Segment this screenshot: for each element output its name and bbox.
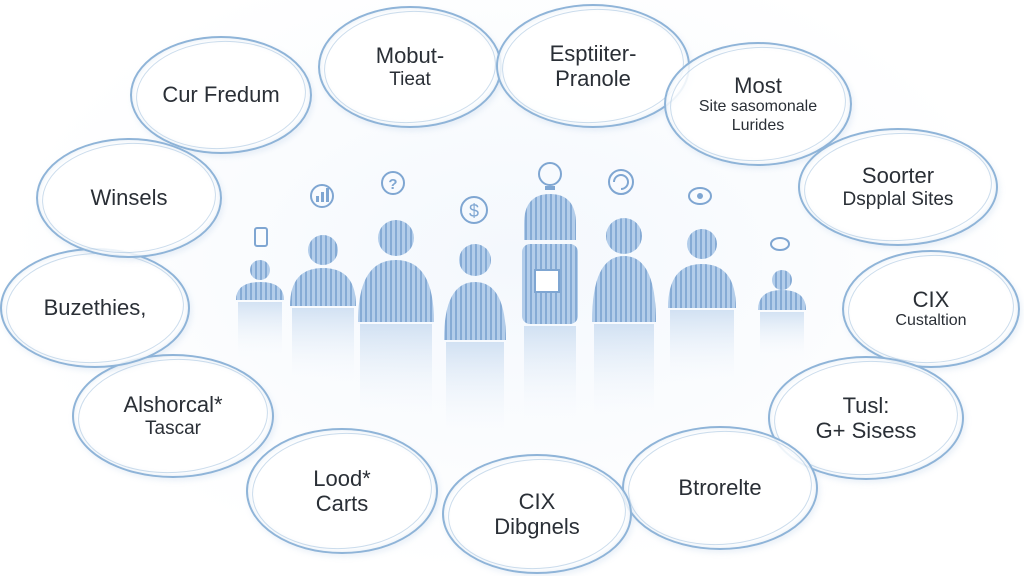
person-figure	[592, 218, 656, 424]
bubble-cur-fredum: Cur Fredum	[130, 36, 312, 154]
bubble-lood-carts: Lood* Carts	[246, 428, 438, 554]
question-icon: ?	[381, 171, 405, 195]
bubble-line: Pranole	[555, 66, 631, 91]
bubble-line: Dibgnels	[494, 514, 580, 539]
person-figure	[358, 220, 434, 424]
bubble-line: Buzethies,	[43, 295, 147, 321]
bubble-line: Mobut-	[375, 43, 445, 69]
bubble-esptiiter-pranole: Esptiiter- Pranole	[496, 4, 690, 128]
bubble-line: Btrorelte	[678, 475, 762, 501]
svg-text:?: ?	[388, 176, 397, 193]
bubble-line: CIX	[518, 488, 556, 514]
bubble-line: Lurides	[731, 116, 785, 134]
bubble-cix-custaltion: CIX Custaltion	[842, 250, 1020, 368]
bubble-most-site: Most Site sasomonale Lurides	[664, 42, 852, 166]
bubble-line: Carts	[315, 491, 369, 516]
eye-icon	[688, 187, 712, 205]
bubble-line: Tieat	[389, 68, 431, 90]
bubble-line: Alshorcal*	[123, 392, 223, 418]
bubble-line: Cur Fredum	[162, 82, 280, 108]
bubble-winsels: Winsels	[36, 138, 222, 258]
lightbulb-icon	[538, 162, 562, 190]
bubble-line: Soorter	[861, 163, 935, 189]
bubble-line: Winsels	[90, 185, 168, 211]
person-figure-center	[522, 194, 578, 426]
bubble-line: Lood*	[313, 465, 371, 491]
person-figure	[758, 270, 806, 362]
refresh-icon	[608, 169, 634, 195]
person-figure	[444, 244, 506, 442]
person-figure	[668, 229, 736, 390]
bubble-line: Most	[734, 72, 782, 98]
bubble-line: Dspplal Sites	[842, 188, 954, 210]
bubble-alshorcal-tascar: Alshorcal* Tascar	[72, 354, 274, 478]
person-figure	[236, 260, 284, 362]
bubble-btrorelte: Btrorelte	[622, 426, 818, 550]
svg-text:$: $	[469, 201, 479, 221]
bubble-line: Site sasomonale	[698, 98, 818, 116]
bubble-line: CIX	[912, 287, 950, 313]
bubble-line: Tusl:	[842, 392, 890, 418]
chart-icon	[310, 184, 334, 208]
bubble-soorter: Soorter Dspplal Sites	[798, 128, 998, 246]
bubble-mobut-tieat: Mobut- Tieat	[318, 6, 502, 128]
bubble-line: Tascar	[145, 417, 201, 439]
link-icon	[770, 237, 790, 251]
dollar-icon: $	[460, 196, 488, 224]
bubble-buzethies: Buzethies,	[0, 248, 190, 368]
bubble-line: Custaltion	[895, 312, 967, 330]
bubble-line: G+ Sisess	[815, 418, 917, 443]
bubble-cix-dibgnels: CIX Dibgnels	[442, 454, 632, 574]
phone-icon	[254, 227, 268, 247]
bubble-line: Esptiiter-	[549, 40, 637, 66]
person-figure	[290, 235, 356, 388]
